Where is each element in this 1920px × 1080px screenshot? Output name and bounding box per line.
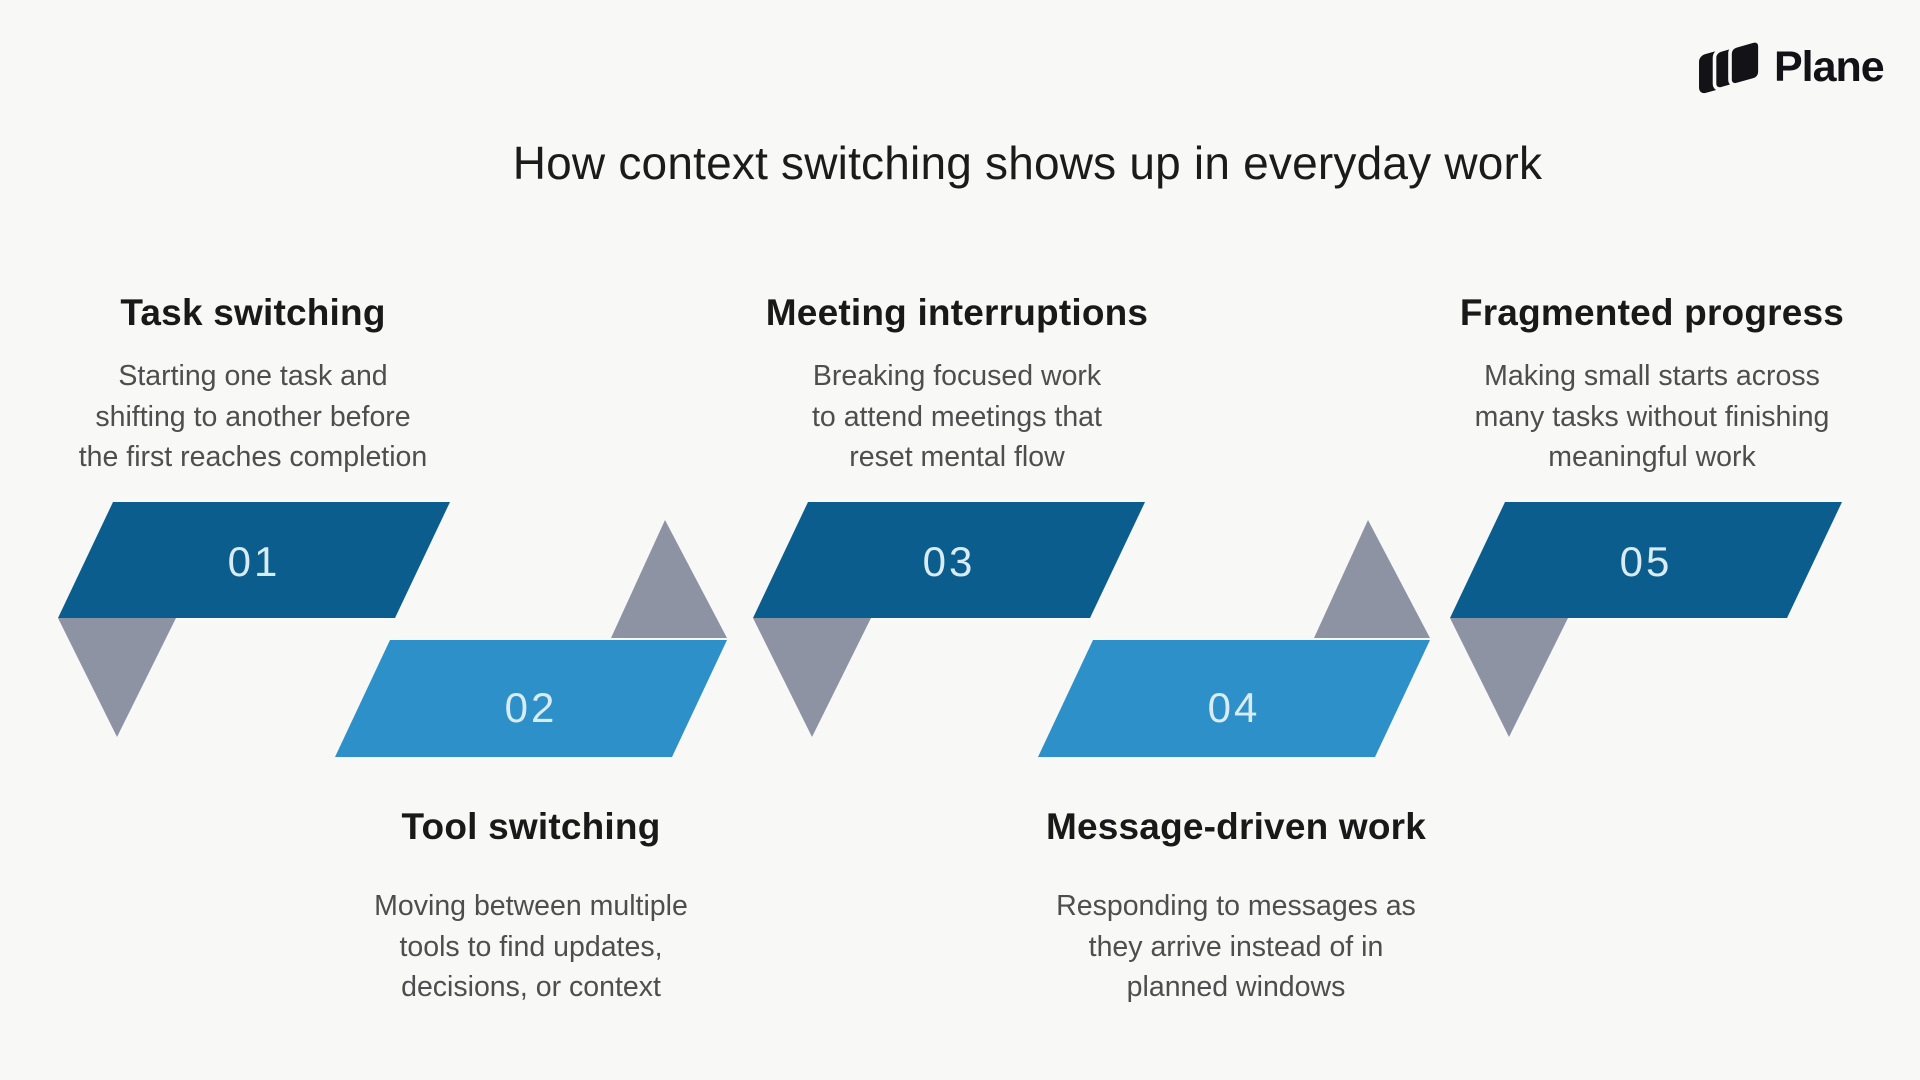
step-3-parallelogram xyxy=(753,502,1145,618)
step-2-title: Tool switching xyxy=(401,806,661,847)
step-4-up-arrow xyxy=(1314,520,1430,638)
step-3-number: 03 xyxy=(923,538,976,585)
step-5-text-block: Fragmented progress Making small starts … xyxy=(1412,290,1892,478)
step-1-parallelogram xyxy=(58,502,450,618)
step-5-title: Fragmented progress xyxy=(1459,292,1845,333)
step-2-up-arrow xyxy=(611,520,727,638)
step-2-number: 02 xyxy=(505,684,558,731)
step-4-parallelogram xyxy=(1038,640,1430,757)
step-3-text-block: Meeting interruptions Breaking focused w… xyxy=(717,290,1197,478)
step-1-text-block: Task switching Starting one task and shi… xyxy=(13,290,493,478)
step-5-number: 05 xyxy=(1620,538,1673,585)
step-5-down-arrow xyxy=(1450,618,1568,737)
step-4-description: Responding to messages as they arrive in… xyxy=(1056,890,1416,1003)
page-title: How context switching shows up in everyd… xyxy=(512,137,1543,189)
step-5-parallelogram xyxy=(1450,502,1842,618)
step-1-down-arrow xyxy=(58,618,176,737)
step-4-number: 04 xyxy=(1208,684,1261,731)
step-4-title: Message-driven work xyxy=(1045,806,1427,847)
step-2-parallelogram xyxy=(335,640,727,757)
step-4-text-block: Message-driven work Responding to messag… xyxy=(996,804,1476,1008)
step-3-description: Breaking focused work to attend meetings… xyxy=(812,360,1102,473)
step-1-title: Task switching xyxy=(120,292,386,333)
step-1-number: 01 xyxy=(228,538,281,585)
plane-logo-text: Plane xyxy=(1774,42,1885,91)
step-3-title: Meeting interruptions xyxy=(765,292,1149,333)
plane-logo-icon xyxy=(1699,40,1762,94)
step-3-down-arrow xyxy=(753,618,871,737)
step-2-text-block: Tool switching Moving between multiple t… xyxy=(291,804,771,1008)
step-1-description: Starting one task and shifting to anothe… xyxy=(78,360,428,473)
plane-logo: Plane xyxy=(1698,40,1885,94)
step-5-description: Making small starts across many tasks wi… xyxy=(1474,360,1830,473)
step-2-description: Moving between multiple tools to find up… xyxy=(374,890,688,1003)
